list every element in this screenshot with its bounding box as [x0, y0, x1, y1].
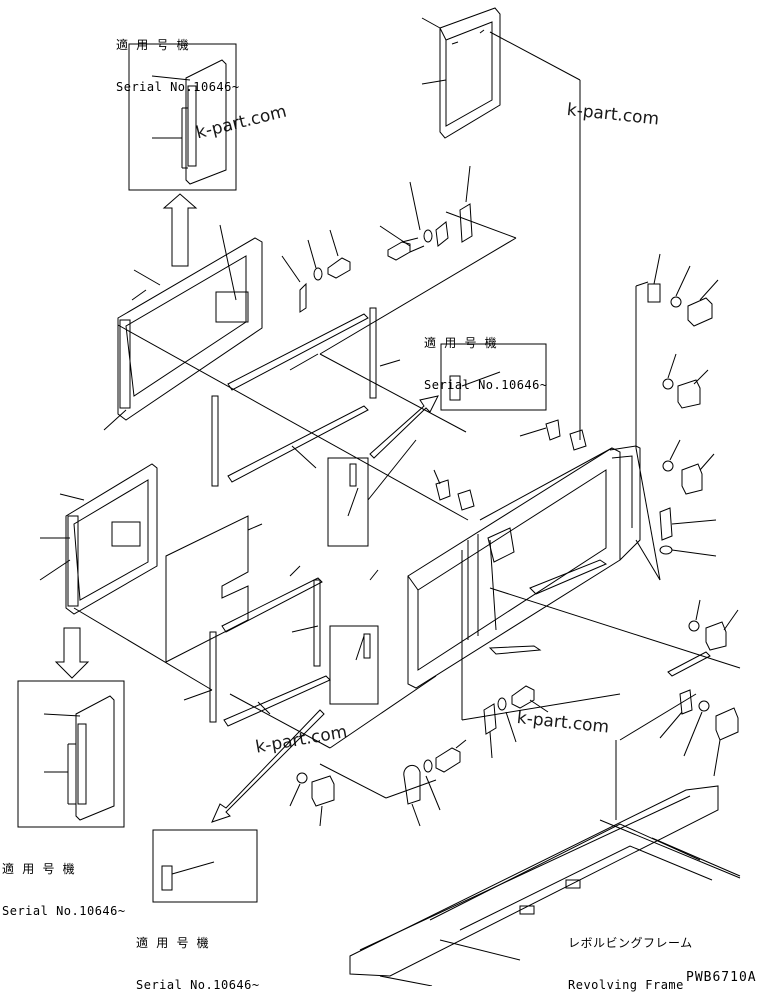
drawing-code: PWB6710A — [686, 970, 757, 985]
serial-label-en: Serial No.10646~ — [2, 904, 126, 918]
inset-bottom-center — [152, 829, 258, 903]
arrow-diagonal-up-icon — [369, 395, 439, 459]
inset-right-center — [440, 343, 547, 411]
arrow-up-icon — [162, 193, 198, 267]
latch-box-lower — [329, 625, 379, 705]
hardware-middle — [435, 419, 587, 511]
serial-label-en: Serial No.10646~ — [116, 80, 240, 94]
insulation-pad — [165, 515, 249, 663]
revolving-frame-label: レボルビングフレーム Revolving Frame — [568, 908, 693, 1006]
revolving-frame — [349, 740, 741, 986]
serial-label-bottom-left: 適 用 号 機 Serial No.10646~ — [2, 834, 126, 932]
serial-label-middle: 適 用 号 機 Serial No.10646~ — [424, 308, 548, 406]
main-frame — [407, 445, 641, 689]
arrow-down-icon — [54, 627, 90, 679]
inset-bottom-left — [17, 680, 125, 828]
frame-label-en: Revolving Frame — [568, 978, 684, 992]
serial-label-jp: 適 用 号 機 — [2, 862, 76, 876]
lower-side-door — [65, 463, 158, 615]
frame-label-jp: レボルビングフレーム — [568, 936, 693, 950]
serial-label-jp: 適 用 号 機 — [116, 38, 190, 52]
serial-label-en: Serial No.10646~ — [424, 378, 548, 392]
top-cover-panel — [439, 7, 501, 139]
inset-top-left — [128, 43, 237, 191]
hardware-lower — [296, 685, 535, 807]
hardware-top — [299, 203, 473, 313]
latch-box-middle — [327, 457, 369, 547]
hardware-right — [647, 283, 739, 741]
seal-strips — [209, 307, 377, 727]
serial-label-en: Serial No.10646~ — [136, 978, 260, 992]
serial-label-top: 適 用 号 機 Serial No.10646~ — [116, 10, 240, 108]
serial-label-jp: 適 用 号 機 — [136, 936, 210, 950]
upper-side-door — [117, 237, 263, 421]
serial-label-bottom-center: 適 用 号 機 Serial No.10646~ — [136, 908, 260, 1006]
arrow-diagonal-down-icon — [211, 709, 325, 823]
serial-label-jp: 適 用 号 機 — [424, 336, 498, 350]
